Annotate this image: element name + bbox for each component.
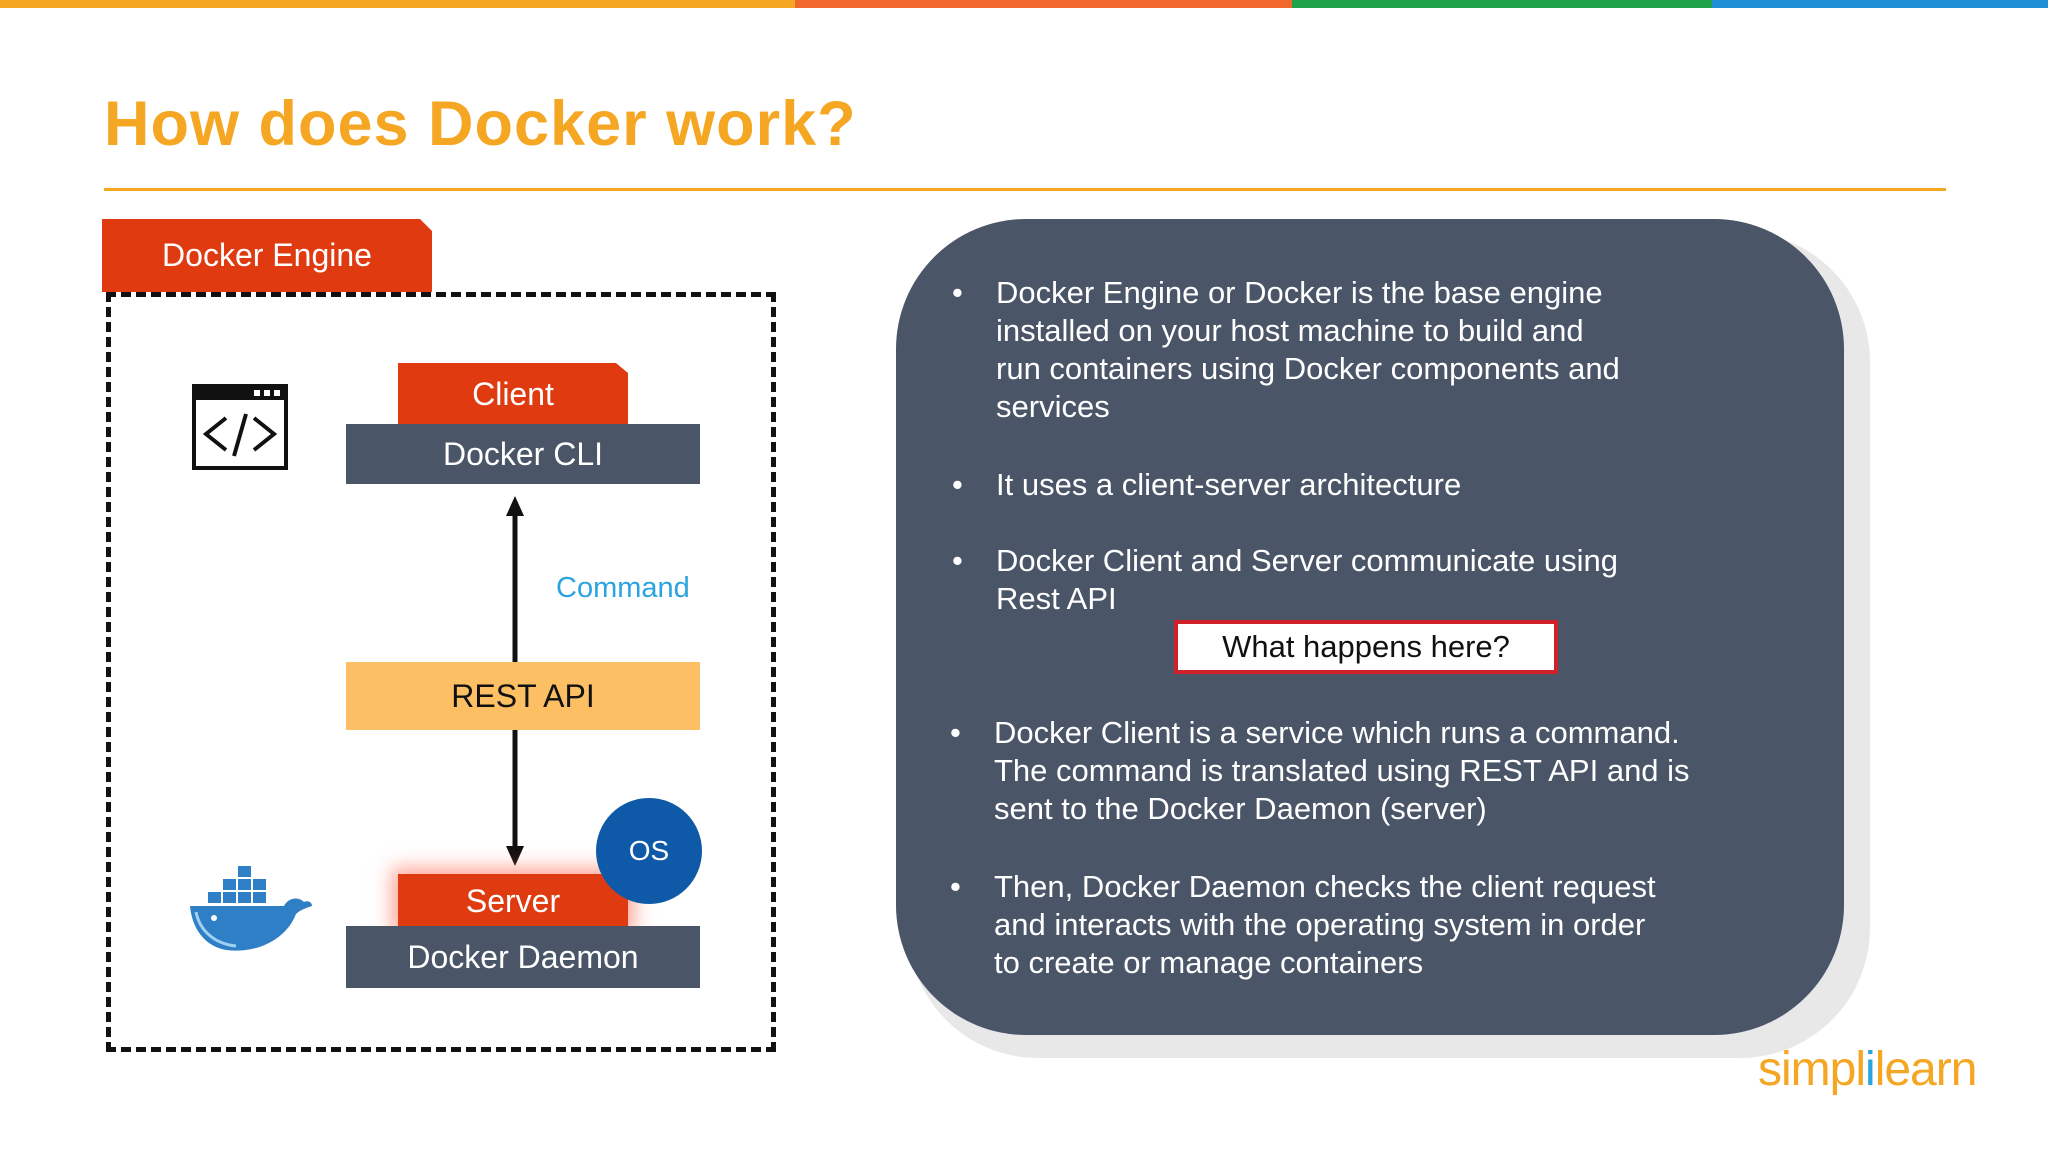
bullet-line: sent to the Docker Daemon (server) [994,791,1487,826]
bullet-line: and interacts with the operating system … [994,907,1646,942]
bullet-line: It uses a client-server architecture [996,467,1462,502]
logo-text-prefix: simpl [1758,1043,1866,1096]
docker-cli-bar: Docker CLI [346,424,700,484]
bullet-line: Docker Client and Server communicate usi… [996,543,1618,578]
topbar-segment-green [1292,0,1712,8]
bullet-line: The command is translated using REST API… [994,753,1690,788]
bullet-dot: • [950,715,961,750]
docker-engine-tab: Docker Engine [102,219,432,292]
rest-api-bar: REST API [346,662,700,730]
bullet-dot: • [952,275,963,310]
topbar-segment-orange [0,0,795,8]
bullet-dot: • [950,869,961,904]
title-divider [104,188,1946,191]
logo-text-suffix: learn [1874,1043,1978,1096]
bullet-dot: • [952,543,963,578]
os-badge: OS [596,798,702,904]
bullet-line: Rest API [996,581,1117,616]
simplilearn-logo: simplilearn [1758,1042,1978,1097]
server-label: Server [398,874,628,928]
client-label: Client [398,363,628,425]
docker-whale-icon [190,866,312,951]
top-color-bar [0,0,2048,8]
what-happens-here-callout: What happens here? [1174,620,1558,674]
bullet-line: to create or manage containers [994,945,1424,980]
docker-daemon-bar: Docker Daemon [346,926,700,988]
command-label: Command [556,572,690,604]
bullet-line: Docker Client is a service which runs a … [994,715,1680,750]
bullet-line: installed on your host machine to build … [996,313,1584,348]
docker-engine-boundary [106,292,776,1052]
logo-mark: i [1865,1043,1876,1096]
bullet-line: services [996,389,1110,424]
bullet-line: run containers using Docker components a… [996,351,1620,386]
bullet-line: Then, Docker Daemon checks the client re… [994,869,1656,904]
bullet-line: Docker Engine or Docker is the base engi… [996,275,1603,310]
topbar-segment-red [795,0,1292,8]
code-window-icon [192,384,288,470]
bullet-dot: • [952,467,963,502]
topbar-segment-blue [1712,0,2048,8]
slide-title: How does Docker work? [104,89,857,159]
